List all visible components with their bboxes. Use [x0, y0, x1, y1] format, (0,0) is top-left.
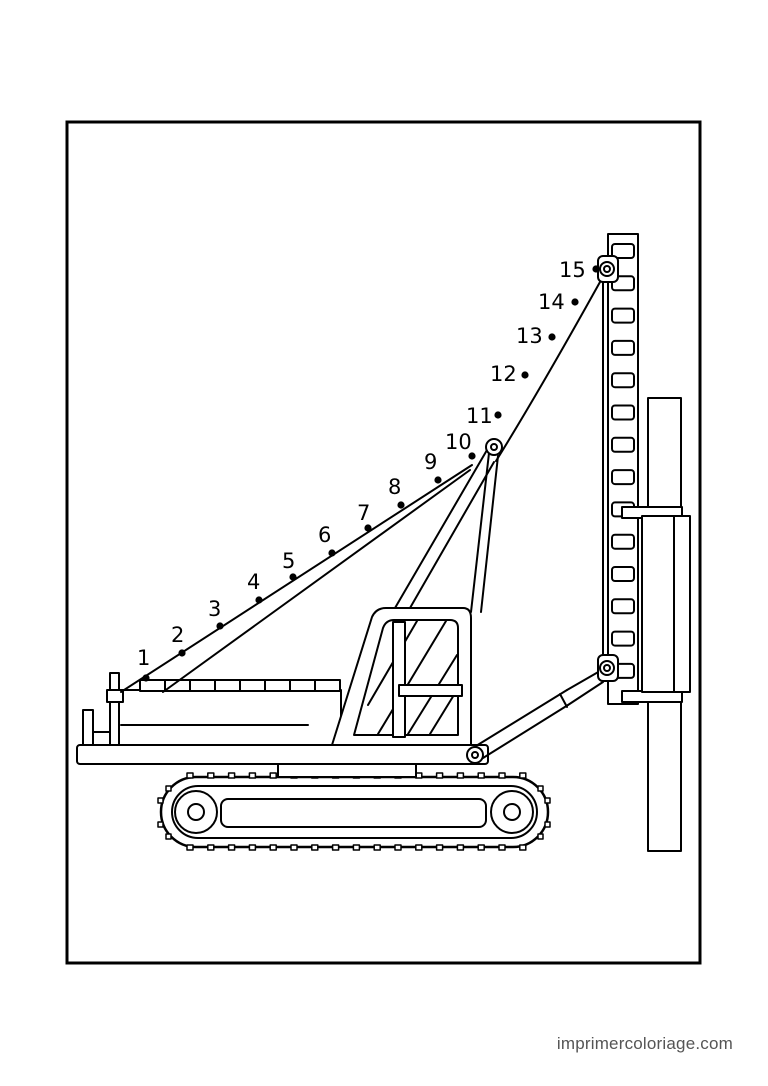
leader-mast: [597, 233, 639, 705]
dot-10: [468, 452, 476, 460]
dot-13: [548, 333, 556, 341]
pile-driver-drawing: [76, 233, 691, 852]
deck: [76, 744, 489, 765]
machine-body: [116, 679, 342, 746]
crawler-track: [157, 772, 551, 851]
dot-label-15: 15: [559, 258, 586, 282]
dot-3: [216, 622, 224, 630]
dot-label-11: 11: [466, 404, 493, 428]
dot-label-6: 6: [318, 523, 331, 547]
turntable: [277, 763, 417, 778]
site-watermark: imprimercoloriage.com: [556, 1034, 733, 1053]
dot-label-2: 2: [171, 623, 184, 647]
dot-15: [592, 265, 600, 273]
dot-label-7: 7: [357, 501, 370, 525]
dot-8: [397, 501, 405, 509]
dot-9: [434, 476, 442, 484]
dot-6: [328, 549, 336, 557]
dot-label-8: 8: [388, 475, 401, 499]
hydraulic-arm: [466, 670, 604, 764]
dot-label-5: 5: [282, 549, 295, 573]
rear-post: [82, 709, 94, 746]
dot-label-3: 3: [208, 597, 221, 621]
dot-label-4: 4: [247, 570, 260, 594]
dot-11: [494, 411, 502, 419]
dot-5: [289, 573, 297, 581]
dot-label-10: 10: [445, 430, 472, 454]
dot-label-1: 1: [137, 646, 150, 670]
pile-hammer: [621, 397, 691, 852]
dot-12: [521, 371, 529, 379]
dot-label-14: 14: [538, 290, 565, 314]
boom: [394, 438, 503, 613]
dot-1: [142, 674, 150, 682]
dot-2: [178, 649, 186, 657]
page-frame: [65, 120, 702, 965]
cable: [162, 469, 471, 693]
dot-label-12: 12: [490, 362, 517, 386]
operator-cab: [331, 607, 472, 746]
dot-4: [255, 596, 263, 604]
rear-post: [109, 672, 120, 746]
dot-14: [571, 298, 579, 306]
dot-label-13: 13: [516, 324, 543, 348]
dot-7: [364, 524, 372, 532]
cable: [495, 281, 601, 462]
dot-label-9: 9: [424, 450, 437, 474]
